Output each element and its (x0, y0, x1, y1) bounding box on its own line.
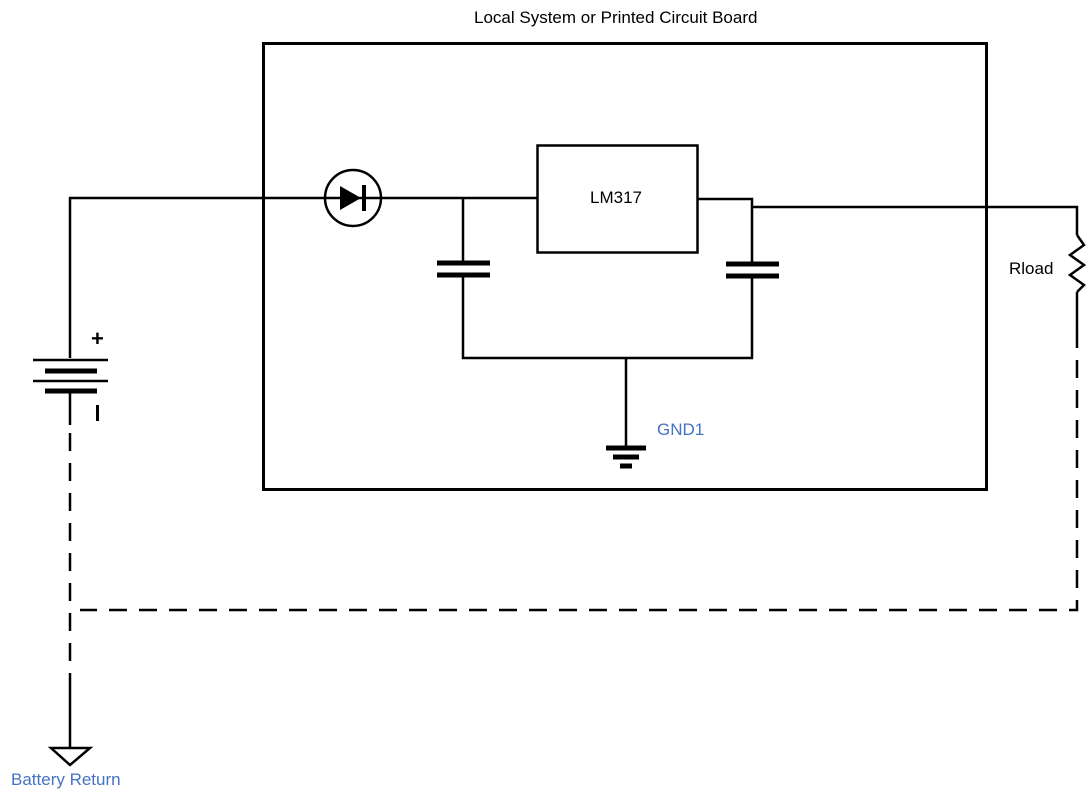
board-title: Local System or Printed Circuit Board (474, 8, 758, 27)
battery-return-symbol (47, 746, 94, 767)
regulator-label: LM317 (590, 188, 642, 207)
battery-return-label: Battery Return (11, 770, 121, 789)
battery-negative-label (96, 405, 99, 421)
load-resistor (1067, 234, 1087, 293)
battery-symbol (33, 358, 108, 394)
ground-symbol-gnd1 (606, 445, 646, 469)
gnd1-label: GND1 (657, 420, 705, 439)
wire-output-to-load (752, 205, 1079, 235)
wire-regulator-output (697, 197, 754, 264)
wire-input-cap-bottom (461, 275, 754, 360)
wire-battery-to-diode (68, 196, 325, 358)
dashed-load-return (80, 330, 1079, 612)
battery-positive-label: + (91, 326, 104, 351)
board-boundary (262, 42, 988, 491)
load-resistor-label: Rload (1009, 259, 1054, 278)
diode (323, 168, 383, 228)
